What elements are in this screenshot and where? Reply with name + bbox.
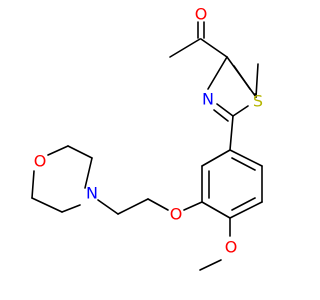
atom-thiazole-nitrogen: N [202,90,214,109]
bond-c2-n-double-b [213,109,229,122]
bond-morph-n-c1 [84,157,93,189]
atom-morpholine-nitrogen: N [86,184,98,203]
bond-acetyl-methyl [169,38,201,58]
bond-ph-c6-c1-inner [231,157,256,171]
bond-ph-c6-c1 [229,149,263,167]
bond-ph-c4-c5-inner [231,197,256,211]
bond-ch2-n [97,199,119,215]
bond-c2-n-double-a [216,103,234,117]
atom-label-layer: O N S O O O N [34,5,263,257]
bond-morph-o-c3 [31,170,35,199]
bond-chain-o-ch2 [147,198,169,211]
atom-carbonyl-oxygen: O [195,5,208,24]
bond-ph-c4-c5 [229,201,263,219]
bond-s-c2 [232,105,249,117]
bond-c5-methyl [255,63,259,98]
bond-carbonyl-c-ring [200,38,228,58]
bond-ph-c3-c4 [201,201,231,219]
bond-c5-s [254,93,257,98]
bond-ph-c1-c2 [201,149,231,167]
atom-ether-oxygen-methoxy: O [225,238,238,257]
bond-n-c4 [207,56,228,90]
bond-c4-c5-inner [233,65,251,90]
bond-layer [31,21,263,271]
atom-ether-oxygen-chain: O [170,205,183,224]
bond-methoxy-o-ch3 [199,259,222,271]
molecule-structure-diagram: O N S O O O N [31,5,263,271]
bond-morph-c2-o [47,145,69,156]
bond-ch2-ch2 [117,198,149,215]
bond-morph-c3-c4 [31,197,63,213]
atom-morpholine-oxygen: O [34,152,47,171]
bond-morph-c1-c2 [67,145,93,159]
bond-morph-c4-n [61,204,81,213]
bond-thiazole-phenyl [229,115,234,151]
atom-thiazole-sulfur: S [253,92,263,111]
bond-ph-chain-o [183,201,203,211]
